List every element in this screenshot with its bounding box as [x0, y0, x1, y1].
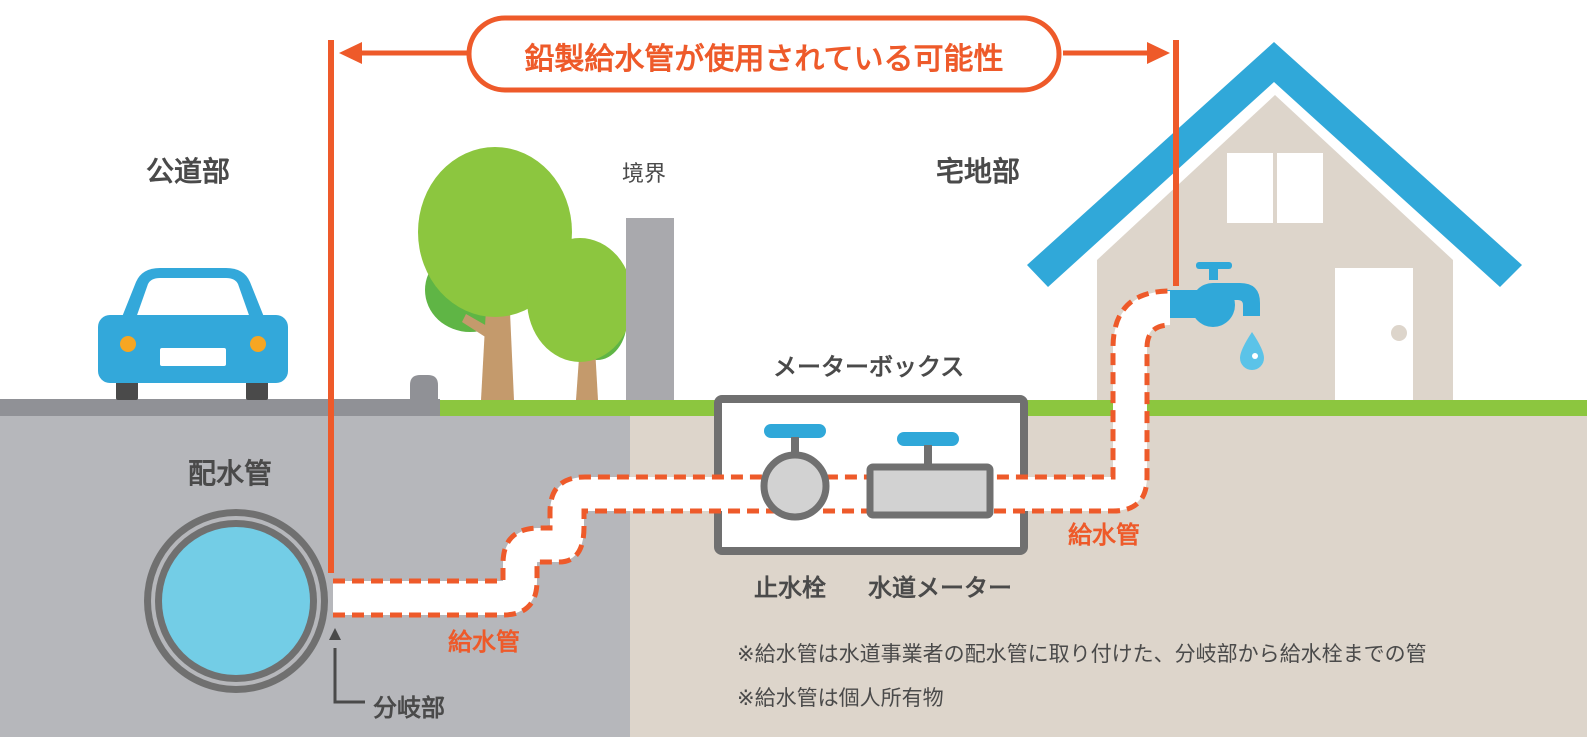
lead-pipe-banner-text: 鉛製給水管が使用されている可能性 [524, 42, 1004, 77]
note-line-1: ※給水管は水道事業者の配水管に取り付けた、分岐部から給水栓までの管 [737, 642, 1427, 666]
service-pipe-label-public: 給水管 [448, 628, 520, 656]
curb-stone [410, 375, 438, 400]
boundary-post-icon [626, 218, 674, 400]
water-drop-icon [1240, 332, 1264, 370]
stop-valve-icon [760, 424, 830, 521]
service-pipe [333, 288, 1171, 618]
private-land-label: 宅地部 [936, 155, 1021, 188]
branch-point-label: 分岐部 [373, 694, 445, 722]
tree-icon [418, 147, 633, 400]
road-surface [0, 399, 440, 416]
stop-valve-label: 止水栓 [754, 574, 826, 602]
meter-box-label: メーターボックス [773, 353, 965, 381]
note-line-2: ※給水管は個人所有物 [737, 686, 944, 710]
water-meter-label: 水道メーター [868, 574, 1012, 602]
distribution-main-icon [144, 509, 328, 693]
public-road-label: 公道部 [146, 155, 231, 188]
water-meter-icon [866, 432, 994, 519]
distribution-main-label: 配水管 [188, 457, 273, 490]
car-icon [98, 268, 288, 400]
lead-range-bracket [328, 15, 1179, 573]
branch-pointer [333, 648, 365, 704]
service-pipe-label-private: 給水管 [1068, 521, 1140, 549]
faucet-icon [1165, 262, 1260, 327]
house-icon [1027, 42, 1522, 400]
boundary-label: 境界 [622, 162, 667, 187]
